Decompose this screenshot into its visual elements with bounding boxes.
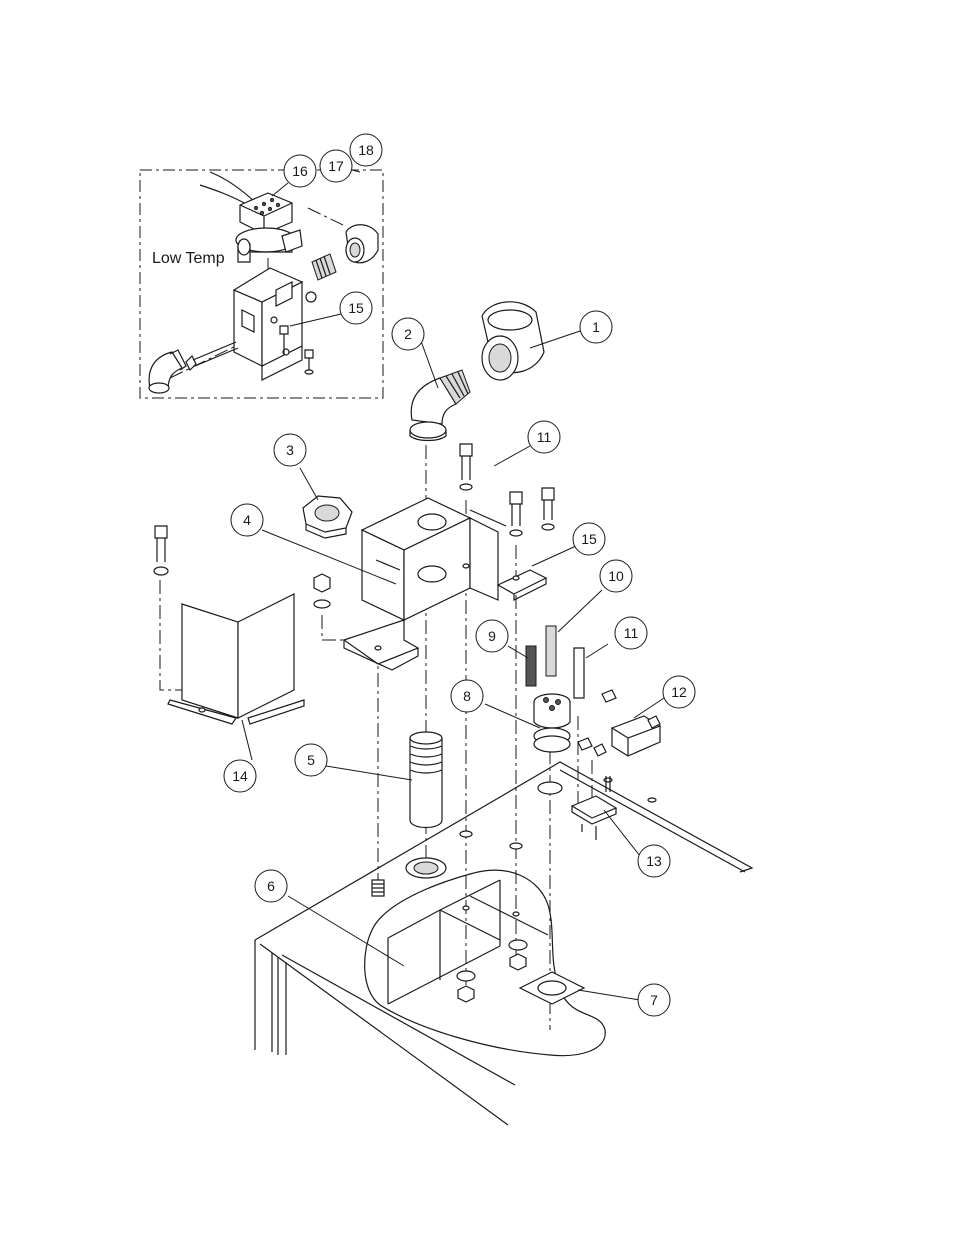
- callout-17: 17: [320, 150, 352, 182]
- callout-8: 8: [451, 680, 483, 712]
- part-5-pipe-nipple: [410, 732, 442, 828]
- part-10-rod-grey: [546, 626, 556, 676]
- nut-washer-stack: [314, 574, 330, 608]
- callout-7: 7: [638, 984, 670, 1016]
- callout-18: 18: [350, 134, 382, 166]
- callout-2-label: 2: [404, 326, 412, 342]
- low-temp-inset: Low Temp: [140, 170, 383, 398]
- inset-elbow-right: [346, 225, 378, 263]
- callout-2: 2: [392, 318, 424, 350]
- inset-elbow-left: [149, 350, 186, 393]
- callout-6: 6: [255, 870, 287, 902]
- part-2-street-elbow: [410, 370, 470, 441]
- callout-11-rod-label: 11: [624, 625, 639, 641]
- callout-9: 9: [476, 620, 508, 652]
- callout-12: 12: [663, 676, 695, 708]
- part-9-rod-dark: [526, 646, 536, 686]
- callout-10: 10: [600, 560, 632, 592]
- part-11-rod-white: [574, 648, 584, 698]
- cutout-section: [365, 870, 606, 1055]
- callout-16-label: 16: [292, 163, 308, 179]
- callout-11-top: 11: [528, 421, 560, 453]
- callout-14: 14: [224, 760, 256, 792]
- callout-1: 1: [580, 311, 612, 343]
- callout-1-label: 1: [592, 319, 600, 335]
- callout-12-label: 12: [671, 684, 687, 700]
- callout-16: 16: [284, 155, 316, 187]
- callout-9-label: 9: [488, 628, 496, 644]
- callout-7-label: 7: [650, 992, 658, 1008]
- part-1-elbow: [482, 302, 544, 380]
- callout-8-label: 8: [463, 688, 471, 704]
- callout-14-label: 14: [232, 768, 248, 784]
- callout-4-label: 4: [243, 512, 251, 528]
- callout-3: 3: [274, 434, 306, 466]
- callout-15-inset: 15: [340, 292, 372, 324]
- callout-15-inset-label: 15: [348, 300, 364, 316]
- callout-6-label: 6: [267, 878, 275, 894]
- inset-label: Low Temp: [152, 250, 225, 267]
- callout-5-label: 5: [307, 752, 315, 768]
- inset-bracket: [234, 268, 302, 380]
- callout-4: 4: [231, 504, 263, 536]
- part-3-hex-nut: [303, 496, 352, 538]
- callout-3-label: 3: [286, 442, 294, 458]
- callout-15-main-label: 15: [581, 531, 597, 547]
- callout-10-label: 10: [608, 568, 624, 584]
- callout-11-rod: 11: [615, 617, 647, 649]
- part-4-mounting-bracket: [344, 498, 546, 670]
- callout-11-top-label: 11: [537, 429, 552, 445]
- solenoid-valve: [236, 193, 302, 262]
- callout-13-label: 13: [646, 853, 662, 869]
- callout-13: 13: [638, 845, 670, 877]
- callout-5: 5: [295, 744, 327, 776]
- callout-18-label: 18: [358, 142, 374, 158]
- callout-17-label: 17: [328, 158, 344, 174]
- inset-nipple: [312, 254, 336, 280]
- part-8-fitting: [534, 694, 570, 752]
- part-14-corner-guard: [168, 594, 304, 724]
- callout-15-main: 15: [573, 523, 605, 555]
